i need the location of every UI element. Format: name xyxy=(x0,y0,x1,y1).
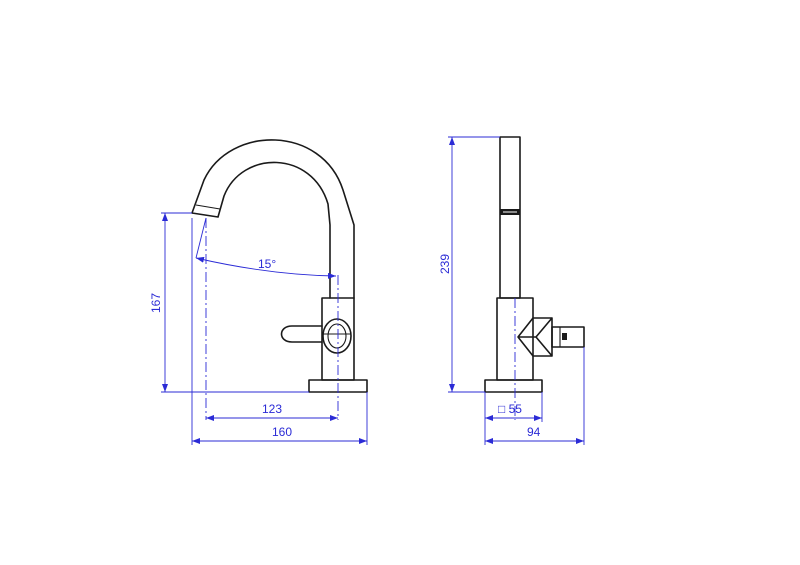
base-width-label: 160 xyxy=(272,425,292,439)
side-depth-label: 94 xyxy=(527,425,541,439)
handle-knob xyxy=(551,326,585,348)
swivel-angle-arc xyxy=(195,256,337,279)
lever-handle xyxy=(280,325,323,343)
side-view xyxy=(484,136,585,393)
spout-reach-label: 123 xyxy=(262,402,282,416)
handle-connector xyxy=(517,317,553,357)
nozzle-line xyxy=(195,204,221,210)
handle-hub xyxy=(322,318,352,354)
outlet-height-label: 167 xyxy=(149,293,163,313)
angle-leader xyxy=(195,217,207,259)
total-height-label: 239 xyxy=(438,254,452,274)
spout-outline xyxy=(191,139,355,299)
hub-inner xyxy=(327,323,347,349)
swivel-angle-label: 15° xyxy=(258,257,276,271)
base-square-label: □ 55 xyxy=(498,402,522,416)
side-base xyxy=(484,379,543,393)
front-view xyxy=(191,139,368,393)
spout-column xyxy=(499,136,521,299)
knob-screw xyxy=(562,333,567,340)
